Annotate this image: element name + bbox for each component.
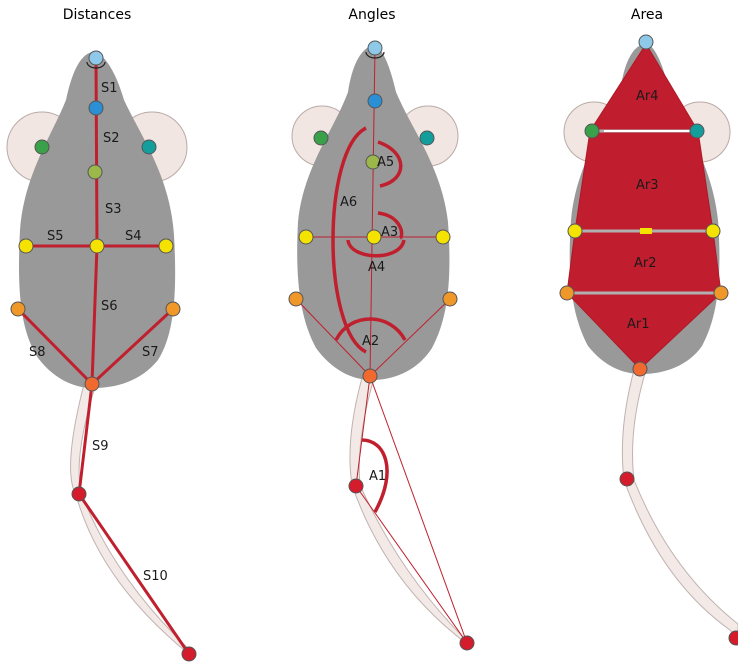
label-s1: S1 [101, 81, 118, 96]
left-side-keypoint [19, 239, 33, 253]
angles-title: Angles [348, 7, 395, 23]
left-hip-keypoint [560, 286, 574, 300]
left-side-keypoint [568, 224, 582, 238]
label-a3: A3 [381, 225, 398, 240]
right-hip-keypoint [443, 292, 457, 306]
tail [350, 378, 470, 644]
head-keypoint [89, 101, 103, 115]
right-eye-keypoint [142, 140, 156, 154]
label-a6: A6 [340, 195, 357, 210]
label-ar1: Ar1 [627, 317, 650, 332]
tail-base-keypoint [85, 377, 99, 391]
area-ar4 [590, 44, 698, 131]
right-side-keypoint [159, 239, 173, 253]
label-a1: A1 [369, 469, 386, 484]
s10-line [79, 494, 189, 654]
right-side-keypoint [436, 230, 450, 244]
label-ar4: Ar4 [636, 89, 659, 104]
label-s6: S6 [101, 299, 118, 314]
s1-s3-line [96, 58, 97, 246]
center-keypoint [367, 230, 381, 244]
angles-panel: Angles A1 A2 A3 [289, 7, 474, 650]
tail-mid-keypoint [349, 479, 363, 493]
tail [622, 370, 738, 640]
nose-keypoint [639, 35, 653, 49]
label-ar3: Ar3 [636, 178, 659, 193]
left-hip-keypoint [289, 292, 303, 306]
tail [71, 384, 194, 654]
label-s9: S9 [92, 439, 109, 454]
nose-keypoint [89, 51, 103, 65]
label-ar2: Ar2 [634, 256, 657, 271]
nose-keypoint [368, 41, 382, 55]
center-keypoint [90, 239, 104, 253]
label-a5: A5 [377, 155, 394, 170]
label-a4: A4 [368, 260, 385, 275]
neck-keypoint [88, 165, 102, 179]
label-s2: S2 [103, 131, 120, 146]
tail-end-keypoint [729, 631, 738, 645]
label-s5: S5 [47, 229, 64, 244]
left-side-keypoint [299, 230, 313, 244]
center-keypoint [640, 228, 652, 234]
left-hip-keypoint [11, 302, 25, 316]
right-eye-keypoint [420, 131, 434, 145]
tail-base-keypoint [363, 369, 377, 383]
left-eye-keypoint [585, 124, 599, 138]
label-s10: S10 [143, 569, 168, 584]
label-s8: S8 [29, 345, 46, 360]
left-eye-keypoint [35, 140, 49, 154]
tail-mid-keypoint [620, 472, 634, 486]
right-hip-keypoint [166, 302, 180, 316]
distances-title: Distances [63, 7, 132, 23]
tail-end-keypoint [460, 636, 474, 650]
head-keypoint [368, 94, 382, 108]
area-panel: Area Ar1 Ar2 Ar3 Ar4 [560, 7, 738, 645]
tail-base-keypoint [633, 362, 647, 376]
distances-panel: Distances S1 S2 S3 S4 [7, 7, 196, 661]
right-hip-keypoint [714, 286, 728, 300]
right-eye-keypoint [690, 124, 704, 138]
right-side-keypoint [706, 224, 720, 238]
label-s4: S4 [125, 229, 142, 244]
label-a2: A2 [362, 334, 379, 349]
tail-mid-keypoint [72, 487, 86, 501]
tail-end-keypoint [182, 647, 196, 661]
left-eye-keypoint [314, 131, 328, 145]
area-title: Area [631, 7, 663, 23]
label-s7: S7 [142, 345, 159, 360]
label-s3: S3 [105, 202, 122, 217]
